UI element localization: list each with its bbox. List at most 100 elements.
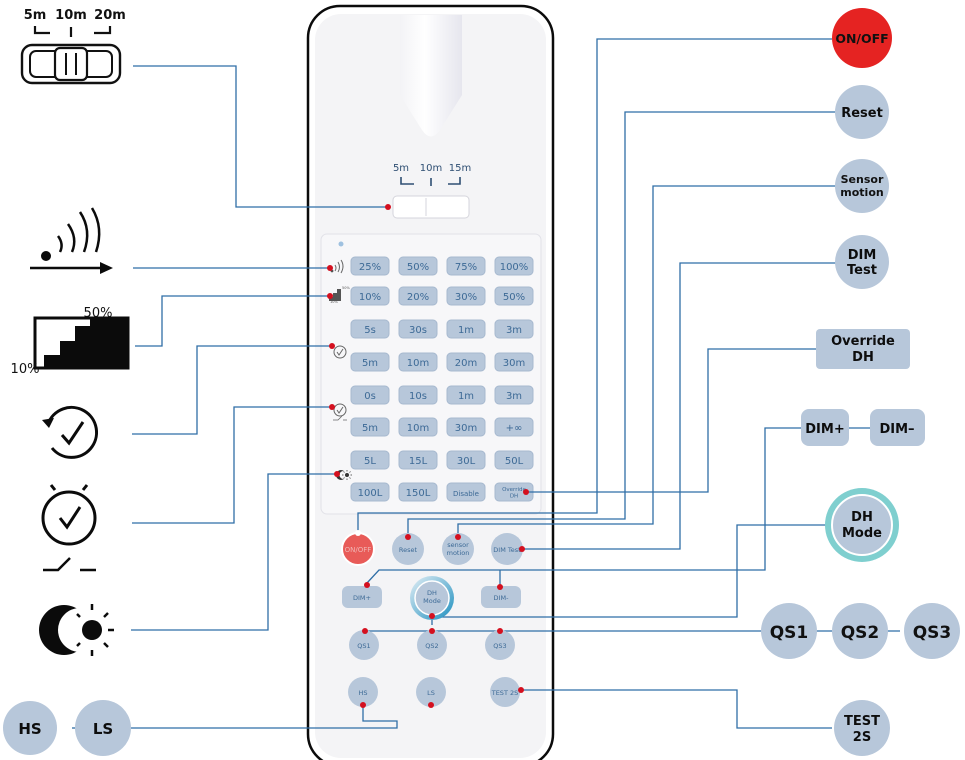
setting-button-r6-c1[interactable]: 5m bbox=[350, 417, 390, 437]
dim-minus-button[interactable]: DIM- bbox=[481, 586, 521, 608]
setting-button-r4-c2[interactable]: 10m bbox=[398, 352, 438, 372]
right-test-2s-label: TEST 2S bbox=[834, 700, 890, 756]
reset-button[interactable]: Reset bbox=[392, 533, 424, 565]
setting-button-label: 30m bbox=[455, 423, 477, 434]
setting-button-label: 10s bbox=[409, 391, 427, 402]
setting-button-label: 0s bbox=[364, 391, 376, 402]
right-dh-mode-label: DH Mode bbox=[825, 488, 899, 562]
remote-range-label-15m: 15m bbox=[449, 163, 471, 174]
remote-setting-grid: 25% 50% 75% 100% 10% 20% 30% 50% 5s 30s 1m 3m 5m 10m 2… bbox=[330, 256, 534, 502]
qs2-button[interactable]: QS2 bbox=[417, 630, 447, 660]
setting-button-bg bbox=[446, 319, 486, 339]
setting-button-r7-c3[interactable]: 30L bbox=[446, 450, 486, 470]
setting-button-r2-c2[interactable]: 20% bbox=[398, 286, 438, 306]
qs1-button[interactable]: QS1 bbox=[349, 630, 379, 660]
setting-button-bg bbox=[494, 286, 534, 306]
setting-button-bg bbox=[446, 256, 486, 276]
setting-button-r2-c3[interactable]: 30% bbox=[446, 286, 486, 306]
setting-button-bg bbox=[350, 417, 390, 437]
setting-button-bg bbox=[398, 319, 438, 339]
setting-button-bg bbox=[446, 482, 486, 502]
svg-text:Mode: Mode bbox=[842, 526, 882, 541]
setting-button-label: 30s bbox=[409, 325, 427, 336]
svg-text:Override: Override bbox=[831, 334, 895, 349]
svg-text:QS1: QS1 bbox=[357, 642, 370, 650]
svg-text:DIM+: DIM+ bbox=[805, 422, 844, 437]
remote-stair-label-1: 10% bbox=[330, 300, 338, 304]
ls-button[interactable]: LS bbox=[416, 677, 446, 707]
setting-button-r3-c3[interactable]: 1m bbox=[446, 319, 486, 339]
setting-button-label: 100L bbox=[358, 488, 383, 499]
setting-button-r3-c2[interactable]: 30s bbox=[398, 319, 438, 339]
remote-range-label-5m: 5m bbox=[393, 163, 409, 174]
setting-button-r5-c3[interactable]: 1m bbox=[446, 385, 486, 405]
setting-button-label: 10m bbox=[407, 423, 429, 434]
setting-button-r8-c2[interactable]: 150L bbox=[398, 482, 438, 502]
test-2s-button[interactable]: TEST 2S bbox=[490, 677, 520, 707]
svg-text:LS: LS bbox=[93, 720, 113, 738]
setting-button-label: 25% bbox=[359, 262, 381, 273]
setting-button-r4-c4[interactable]: 30m bbox=[494, 352, 534, 372]
svg-text:50%: 50% bbox=[84, 306, 113, 321]
hs-button[interactable]: HS bbox=[348, 677, 378, 707]
indicator-led bbox=[338, 241, 344, 247]
setting-button-r3-c4[interactable]: 3m bbox=[494, 319, 534, 339]
setting-button-label: 20% bbox=[407, 292, 429, 303]
svg-text:2S: 2S bbox=[853, 730, 871, 745]
dim-plus-button[interactable]: DIM+ bbox=[342, 586, 382, 608]
sensor-motion-button[interactable]: sensor motion bbox=[442, 533, 474, 565]
setting-button-r1-c1[interactable]: 25% bbox=[350, 256, 390, 276]
dh-mode-button[interactable]: DH Mode bbox=[410, 576, 454, 620]
standby-time-clock-icon bbox=[41, 484, 97, 572]
setting-button-label: 15L bbox=[409, 456, 428, 467]
setting-button-r1-c3[interactable]: 75% bbox=[446, 256, 486, 276]
setting-button-r1-c2[interactable]: 50% bbox=[398, 256, 438, 276]
setting-button-label: 30% bbox=[455, 292, 477, 303]
left-ls-label: LS bbox=[75, 700, 131, 756]
remote-stair-label-0: 50% bbox=[342, 286, 350, 290]
right-dim-minus-label: DIM– bbox=[870, 409, 925, 446]
setting-button-r7-c1[interactable]: 5L bbox=[350, 450, 390, 470]
qs3-button[interactable]: QS3 bbox=[485, 630, 515, 660]
setting-button-r6-c2[interactable]: 10m bbox=[398, 417, 438, 437]
setting-button-r7-c2[interactable]: 15L bbox=[398, 450, 438, 470]
right-dim-plus-label: DIM+ bbox=[801, 409, 849, 446]
svg-text:DH: DH bbox=[851, 510, 873, 525]
setting-button-r3-c1[interactable]: 5s bbox=[350, 319, 390, 339]
setting-button-label: DH bbox=[510, 494, 518, 500]
setting-button-r2-c1[interactable]: 10% bbox=[350, 286, 390, 306]
setting-button-r4-c3[interactable]: 20m bbox=[446, 352, 486, 372]
left-hs-label: HS bbox=[3, 701, 57, 755]
setting-button-r6-c4[interactable]: +∞ bbox=[494, 417, 534, 437]
svg-text:sensor: sensor bbox=[447, 541, 469, 549]
setting-button-label: 10m bbox=[407, 358, 429, 369]
remote-range-selector[interactable]: 5m 10m 15m bbox=[392, 163, 471, 219]
setting-button-bg bbox=[398, 417, 438, 437]
right-dim-test-label: DIM Test bbox=[835, 235, 889, 289]
setting-button-bg bbox=[398, 352, 438, 372]
setting-button-r8-c3[interactable]: Disable bbox=[446, 482, 486, 502]
right-sensor-motion-label: Sensor motion bbox=[835, 159, 889, 213]
setting-button-r6-c3[interactable]: 30m bbox=[446, 417, 486, 437]
setting-button-r5-c2[interactable]: 10s bbox=[398, 385, 438, 405]
setting-button-bg bbox=[446, 286, 486, 306]
setting-button-r2-c4[interactable]: 50% bbox=[494, 286, 534, 306]
daylight-level-stairs-icon: 50% 10% bbox=[11, 306, 130, 377]
on-off-button[interactable]: ON/OFF bbox=[341, 532, 375, 566]
svg-text:QS3: QS3 bbox=[913, 623, 952, 643]
setting-button-bg bbox=[398, 286, 438, 306]
setting-button-r4-c1[interactable]: 5m bbox=[350, 352, 390, 372]
setting-button-r5-c4[interactable]: 3m bbox=[494, 385, 534, 405]
svg-text:TEST 2S: TEST 2S bbox=[491, 689, 519, 697]
setting-button-r8-c1[interactable]: 100L bbox=[350, 482, 390, 502]
setting-button-label: 5m bbox=[362, 423, 378, 434]
setting-button-bg bbox=[494, 256, 534, 276]
svg-text:Mode: Mode bbox=[423, 597, 441, 605]
setting-button-r7-c4[interactable]: 50L bbox=[494, 450, 534, 470]
setting-button-r1-c4[interactable]: 100% bbox=[494, 256, 534, 276]
daylight-threshold-moon-sun-icon bbox=[39, 604, 114, 656]
setting-button-r5-c1[interactable]: 0s bbox=[350, 385, 390, 405]
dim-test-button[interactable]: DIM Test bbox=[491, 533, 523, 565]
